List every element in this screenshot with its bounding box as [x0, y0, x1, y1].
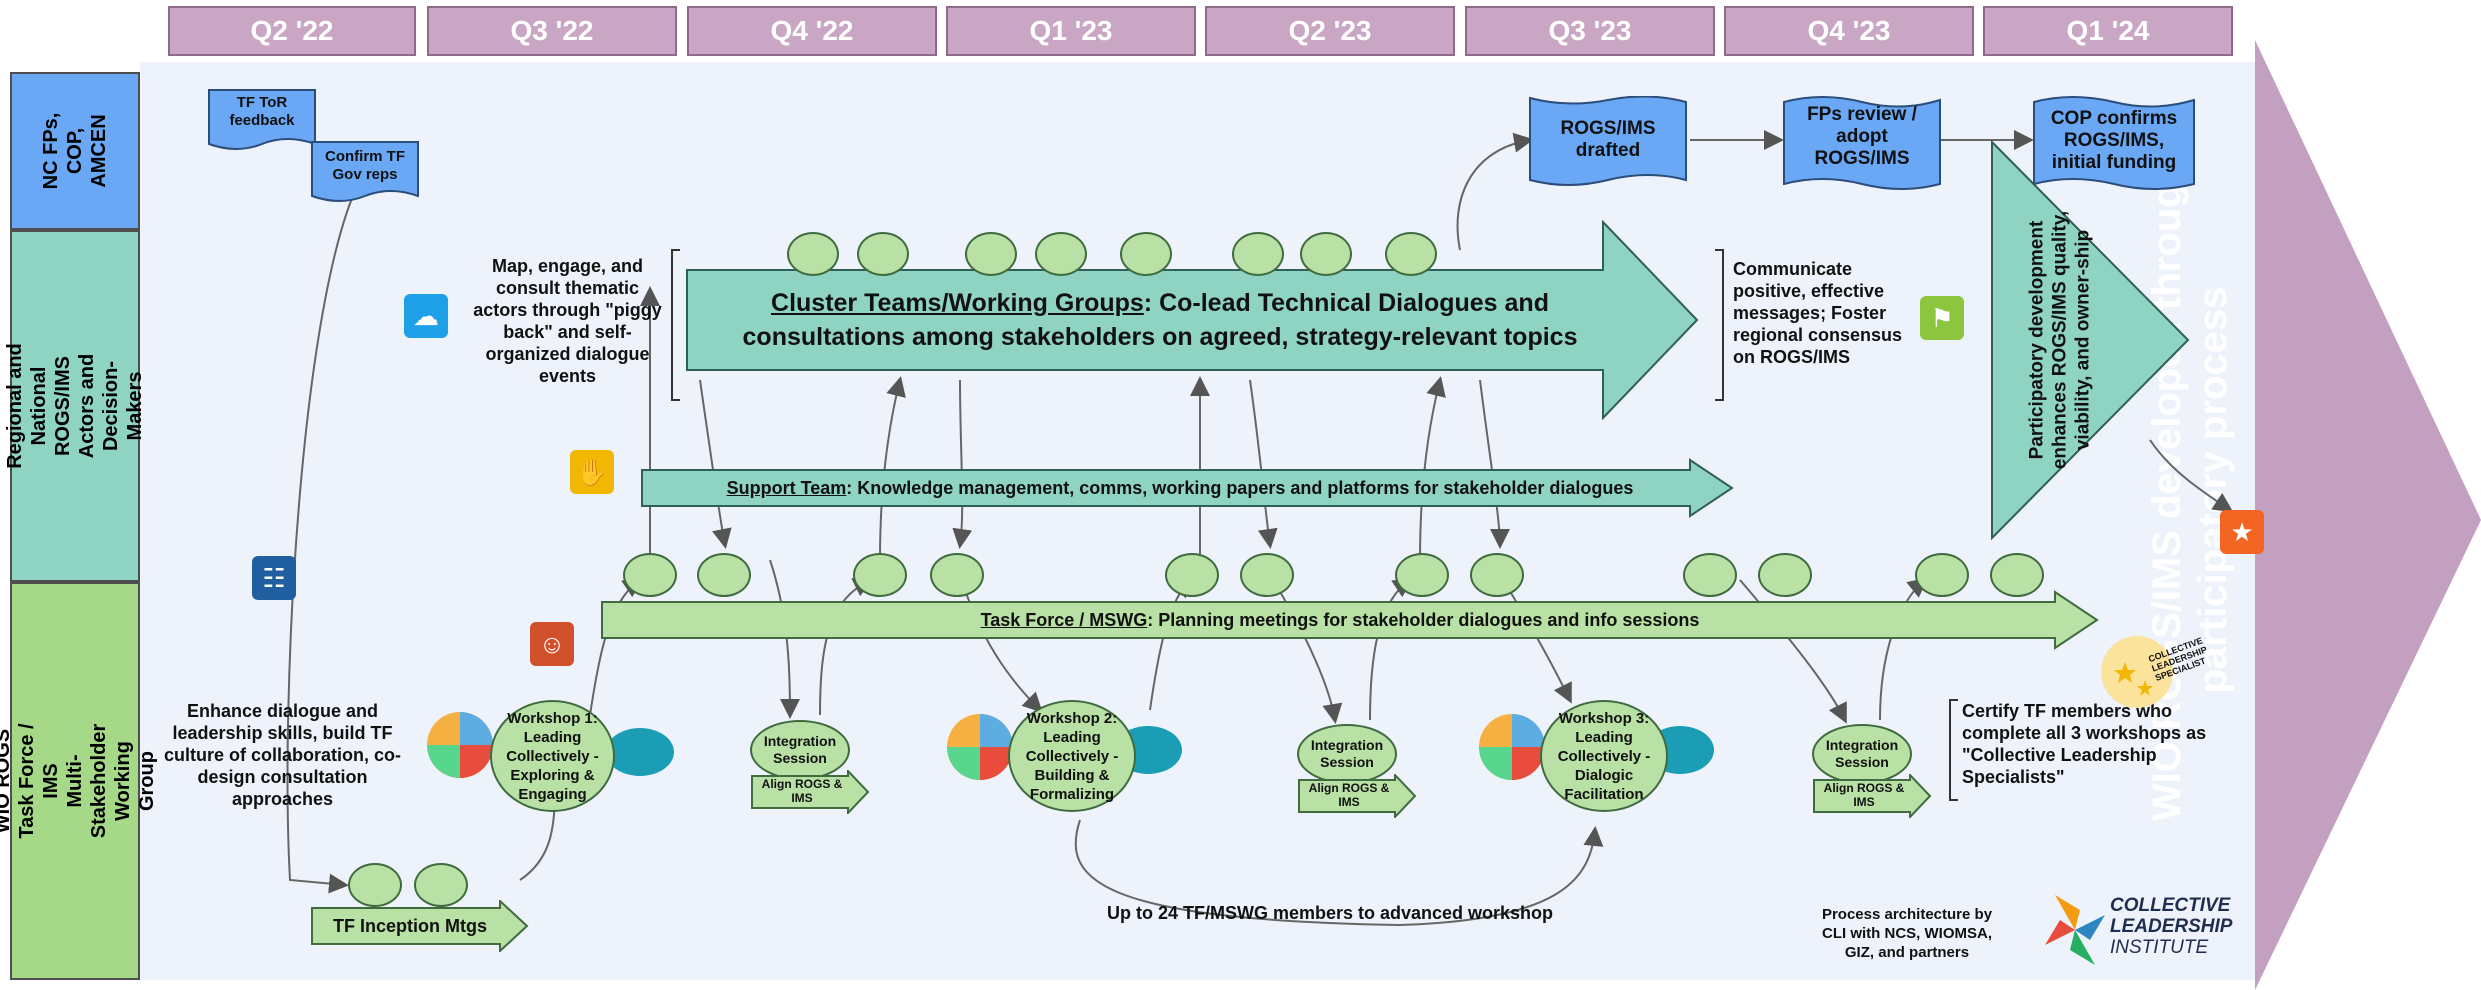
- cluster-team-circle: [1385, 232, 1437, 276]
- quarter-q1-24: Q1 '24: [1983, 6, 2233, 56]
- cluster-arrow: [686, 220, 1699, 420]
- inception-arrow-label: TF Inception Mtgs: [333, 916, 487, 936]
- outcome-arrow: [2255, 40, 2481, 990]
- flag-drafted: [1529, 96, 1687, 186]
- cli-logo-line3: INSTITUTE: [2110, 937, 2209, 958]
- quarter-q3-23: Q3 '23: [1465, 6, 1715, 56]
- align-arrow-2: [1298, 774, 1417, 818]
- people-celebrating-icon: ⚑: [1920, 296, 1964, 340]
- note-process-architecture: Process architecture by CLI with NCS, WI…: [1821, 906, 1993, 961]
- inception-arrow: [311, 900, 529, 952]
- cluster-team-circle: [1232, 232, 1284, 276]
- note-map-engage: Map, engage, and consult thematic actors…: [473, 256, 662, 386]
- taskforce-meeting-circle: [1240, 553, 1294, 597]
- flag-confirm-gov: [311, 141, 419, 202]
- taskforce-meeting-circle: [697, 553, 751, 597]
- cluster-team-circle: [965, 232, 1017, 276]
- taskforce-meeting-circle: [623, 553, 677, 597]
- support-arrow: [641, 458, 1734, 518]
- align-arrow-1: [751, 770, 870, 814]
- note-certify: Certify TF members who complete all 3 wo…: [1962, 701, 2207, 787]
- note-communicate: Communicate positive, effective messages…: [1733, 259, 1903, 367]
- person-cheering-icon: ★: [2220, 510, 2264, 554]
- taskforce-meeting-circle: [853, 553, 907, 597]
- flag-tor-feedback: [208, 89, 316, 150]
- participatory-triangle: [1991, 140, 2190, 540]
- integration-session-1: Integration Session: [750, 720, 850, 780]
- presenter-icon: ☺: [530, 622, 574, 666]
- taskforce-meeting-circle: [1683, 553, 1737, 597]
- quarter-q4-23: Q4 '23: [1724, 6, 1974, 56]
- note-upto-24: Up to 24 TF/MSWG members to advanced wor…: [1106, 903, 1554, 923]
- flag-review-label: FPs review / adopt ROGS/IMS: [1807, 104, 1917, 169]
- collective-leadership-wheel-3: [1479, 714, 1545, 780]
- workshop-3: Workshop 3: Leading Collectively - Dialo…: [1540, 700, 1668, 812]
- align-arrow-2-label: Align ROGS & IMS: [1308, 781, 1390, 809]
- align-arrow-3-label: Align ROGS & IMS: [1823, 781, 1905, 809]
- cluster-team-circle: [857, 232, 909, 276]
- cluster-team-circle: [787, 232, 839, 276]
- taskforce-meeting-circle: [1165, 553, 1219, 597]
- inception-circle: [414, 863, 468, 907]
- taskforce-arrow: [601, 590, 2099, 650]
- participatory-triangle-label: Participatory development enhances ROGS/…: [2026, 210, 2094, 470]
- collective-leadership-wheel-2: [947, 714, 1013, 780]
- person-raising-hands-icon: ✋: [570, 450, 614, 494]
- flag-drafted-label: ROGS/IMS drafted: [1560, 118, 1656, 161]
- taskforce-meeting-circle: [1470, 553, 1524, 597]
- collective-leadership-wheel-1: [427, 712, 493, 778]
- support-arrow-label: Support Team: Knowledge management, comm…: [726, 478, 1634, 498]
- taskforce-meeting-circle: [1395, 553, 1449, 597]
- taskforce-meeting-circle: [1990, 553, 2044, 597]
- collective-leadership-badge: [2101, 636, 2173, 708]
- cli-logo-line1: COLLECTIVE: [2110, 895, 2231, 916]
- people-cloud-icon: ☁: [404, 294, 448, 338]
- inception-circle: [348, 863, 402, 907]
- flag-cop-label: COP confirms ROGS/IMS, initial funding: [2050, 108, 2178, 173]
- quarter-q1-23: Q1 '23: [946, 6, 1196, 56]
- align-arrow-1-label: Align ROGS & IMS: [761, 777, 843, 805]
- flag-review: [1783, 96, 1941, 190]
- quarter-q3-22: Q3 '22: [427, 6, 677, 56]
- quarter-q2-22: Q2 '22: [168, 6, 416, 56]
- taskforce-meeting-circle: [1915, 553, 1969, 597]
- workshop-2: Workshop 2: Leading Collectively - Build…: [1008, 700, 1136, 812]
- lane-regional-actors: Regional and National ROGS/IMS Actors an…: [4, 230, 146, 582]
- workshop-1: Workshop 1: Leading Collectively - Explo…: [490, 700, 615, 812]
- quarter-q2-23: Q2 '23: [1205, 6, 1455, 56]
- note-enhance: Enhance dialogue and leadership skills, …: [163, 701, 401, 809]
- align-arrow-3: [1813, 774, 1932, 818]
- cli-logo-mark: [2045, 895, 2105, 965]
- taskforce-arrow-label: Task Force / MSWG: Planning meetings for…: [980, 610, 1700, 630]
- cluster-team-circle: [1120, 232, 1172, 276]
- cluster-team-circle: [1300, 232, 1352, 276]
- flag-tor-feedback-label: TF ToR feedback: [229, 94, 295, 129]
- cluster-arrow-label: Cluster Teams/Working Groups: Co-lead Te…: [742, 289, 1578, 351]
- lane-nc-fps: NC FPs, COP, AMCEN: [10, 72, 140, 230]
- taskforce-meeting-circle: [930, 553, 984, 597]
- taskforce-meeting-circle: [1758, 553, 1812, 597]
- group-meeting-icon: ☷: [252, 556, 296, 600]
- cli-logo-line2: LEADERSHIP: [2110, 916, 2233, 937]
- cluster-team-circle: [1035, 232, 1087, 276]
- lane-task-force: WIO ROGS Task Force / IMS Multi-Stakehol…: [0, 582, 158, 980]
- flag-cop: [2033, 96, 2195, 190]
- quarter-q4-22: Q4 '22: [687, 6, 937, 56]
- integration-session-3: Integration Session: [1812, 724, 1912, 784]
- integration-session-2: Integration Session: [1297, 724, 1397, 784]
- teal-decoration-1: [606, 728, 674, 776]
- flag-confirm-gov-label: Confirm TF Gov reps: [325, 148, 405, 183]
